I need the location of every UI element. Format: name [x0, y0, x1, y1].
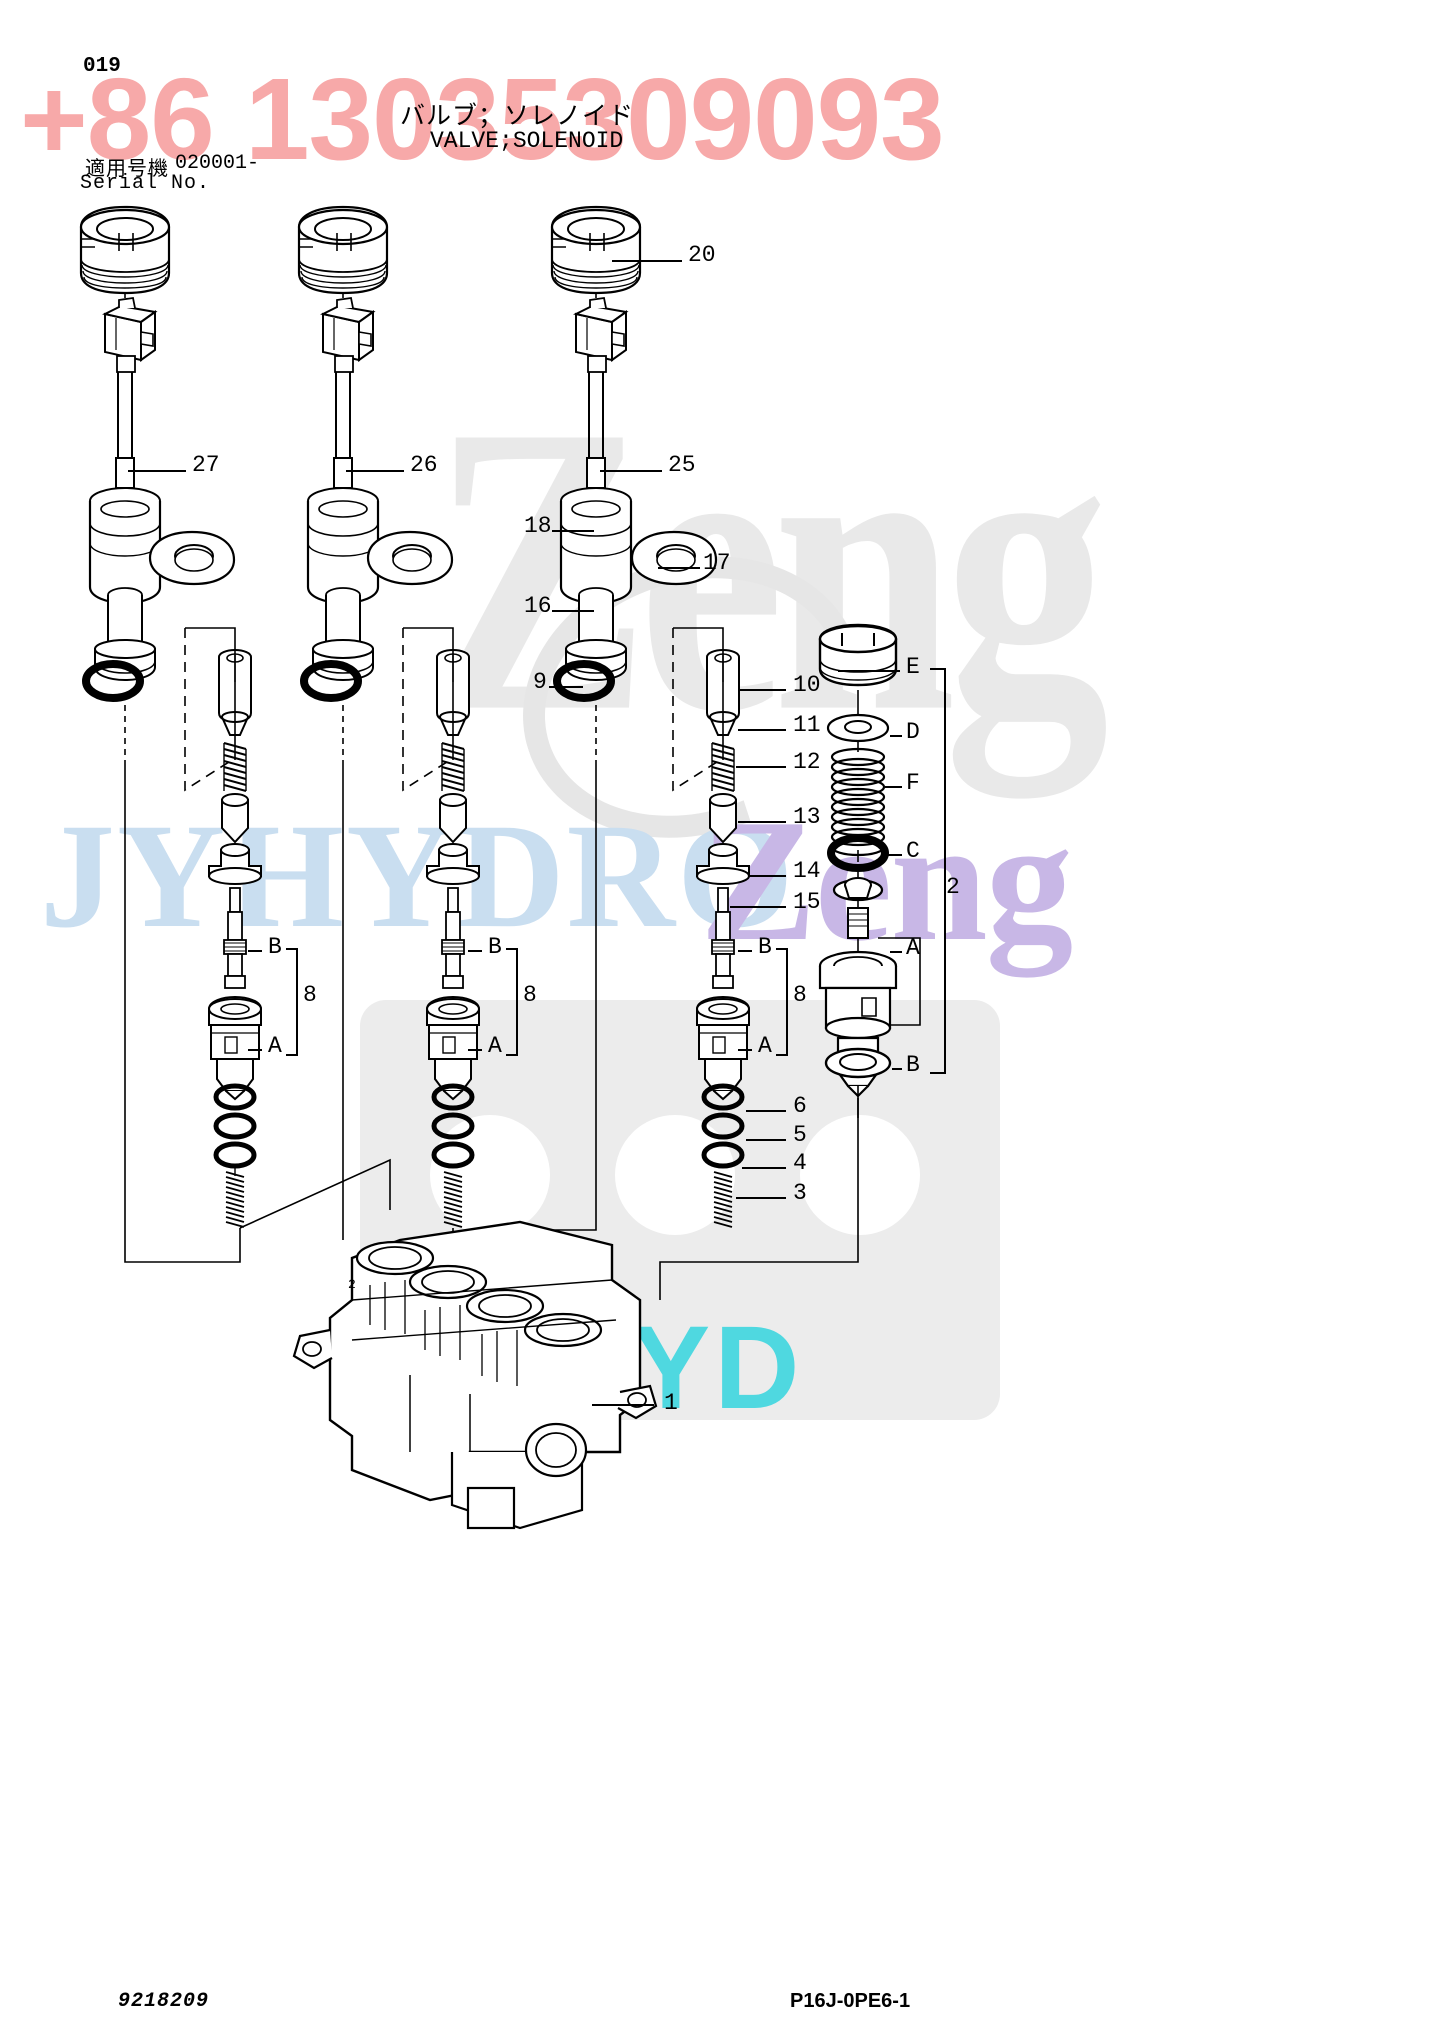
assembly-column-right: [519, 205, 750, 1290]
leader-27: [128, 470, 186, 472]
callout-8: 8: [793, 982, 807, 1008]
callout-B: B: [488, 934, 502, 960]
title-english: VALVE;SOLENOID: [430, 128, 624, 154]
callout-3: 3: [793, 1180, 807, 1206]
callout-25: 25: [668, 452, 696, 478]
callout-15: 15: [793, 889, 821, 915]
leader-20: [612, 260, 682, 262]
callout-A: A: [488, 1033, 502, 1059]
callout-A: A: [758, 1033, 772, 1059]
leader-4: [742, 1167, 786, 1169]
leader-18: [552, 530, 594, 532]
callout-B: B: [268, 934, 282, 960]
callout-26: 26: [410, 452, 438, 478]
leader-B-right: [738, 950, 752, 952]
callout-8: 8: [523, 982, 537, 1008]
serial-number-value: 020001-: [175, 152, 260, 175]
leader-17: [658, 567, 700, 569]
callout-B: B: [758, 934, 772, 960]
sheet-number: P16J-0PE6-1: [790, 1990, 911, 2012]
serial-label-english: Serial No.: [80, 172, 211, 195]
callout-11: 11: [793, 712, 821, 738]
leader-A2: [890, 951, 902, 953]
leader-B-left: [248, 950, 262, 952]
leader-26: [346, 470, 404, 472]
leader-E2: [838, 670, 900, 672]
leader-5: [746, 1139, 786, 1141]
page-number: 019: [83, 55, 121, 78]
valve-body: 2: [292, 1220, 658, 1530]
leader-12: [736, 766, 786, 768]
leader-A-right: [738, 1049, 752, 1051]
callout-5: 5: [793, 1122, 807, 1148]
leader-A-mid: [468, 1049, 482, 1051]
bracket-2-cartridge: [930, 668, 946, 1074]
leader-B2: [892, 1068, 902, 1070]
callout-13: 13: [793, 804, 821, 830]
svg-text:2: 2: [348, 1277, 356, 1292]
assembly-column-middle: [297, 205, 480, 1250]
callout-D: D: [906, 719, 920, 745]
bracket-8-left: [286, 948, 298, 1056]
leader-3: [736, 1197, 786, 1199]
callout-17: 17: [703, 550, 731, 576]
title-japanese: バルブ；ソレノイド: [400, 101, 635, 130]
cartridge-assembly: [659, 623, 921, 1300]
callout-1: 1: [664, 1390, 678, 1416]
callout-A: A: [268, 1033, 282, 1059]
leader-B-mid: [468, 950, 482, 952]
document-number: 9218209: [118, 1990, 210, 2013]
callout-8: 8: [303, 982, 317, 1008]
leader-16: [552, 610, 594, 612]
callout-B: B: [906, 1052, 920, 1078]
leader-C: [886, 854, 902, 856]
callout-18: 18: [524, 513, 552, 539]
callout-9: 9: [533, 669, 547, 695]
callout-E: E: [906, 654, 920, 680]
callout-14: 14: [793, 858, 821, 884]
callout-C: C: [906, 838, 920, 864]
callout-16: 16: [524, 593, 552, 619]
callout-6: 6: [793, 1093, 807, 1119]
callout-12: 12: [793, 749, 821, 775]
callout-27: 27: [192, 452, 220, 478]
callout-F: F: [906, 770, 920, 796]
assembly-column-left: [79, 205, 391, 1263]
leader-15: [730, 906, 786, 908]
leader-A-left: [248, 1049, 262, 1051]
callout-20: 20: [688, 242, 716, 268]
leader-6: [746, 1110, 786, 1112]
leader-1: [592, 1404, 654, 1406]
leader-11: [738, 729, 786, 731]
leader-25: [600, 470, 662, 472]
callout-2: 2: [946, 874, 960, 900]
leader-9: [549, 686, 583, 688]
leader-10: [740, 689, 786, 691]
leader-D: [890, 735, 902, 737]
callout-A: A: [906, 935, 920, 961]
serial-label-japanese: 適用号機: [85, 156, 169, 180]
bracket-8-mid: [506, 948, 518, 1056]
callout-4: 4: [793, 1150, 807, 1176]
callout-10: 10: [793, 672, 821, 698]
bracket-8-right: [776, 948, 788, 1056]
leader-F: [884, 786, 902, 788]
leader-13: [738, 821, 786, 823]
leader-14: [750, 875, 786, 877]
